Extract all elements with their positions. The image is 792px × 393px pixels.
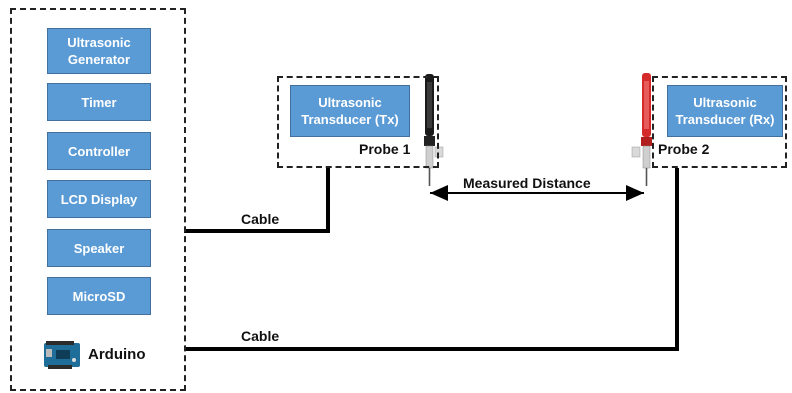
probe-2-label: Probe 2 (658, 141, 710, 157)
module-timer: Timer (47, 83, 151, 121)
tx-enclosure (277, 76, 439, 168)
module-controller: Controller (47, 132, 151, 170)
probe-1-label: Probe 1 (359, 141, 411, 157)
arduino-board-icon (44, 341, 80, 369)
module-lcd-display: LCD Display (47, 180, 151, 218)
module-microsd: MicroSD (47, 277, 151, 315)
rx-enclosure (652, 76, 787, 168)
cable-1-wire (184, 168, 330, 233)
cable-1-label: Cable (241, 211, 280, 227)
arduino-label: Arduino (88, 346, 146, 363)
probe-1-icon (424, 74, 444, 186)
arduino-enclosure (10, 8, 186, 391)
cable-2-label: Cable (241, 328, 280, 344)
rx-transducer: Ultrasonic Transducer (Rx) (667, 85, 783, 137)
tx-transducer: Ultrasonic Transducer (Tx) (290, 85, 410, 137)
cable-2-wire (184, 168, 679, 351)
module-ultrasonic-generator: Ultrasonic Generator (47, 28, 151, 74)
module-speaker: Speaker (47, 229, 151, 267)
measured-distance-label: Measured Distance (463, 175, 591, 191)
probe-2-icon (631, 73, 652, 186)
